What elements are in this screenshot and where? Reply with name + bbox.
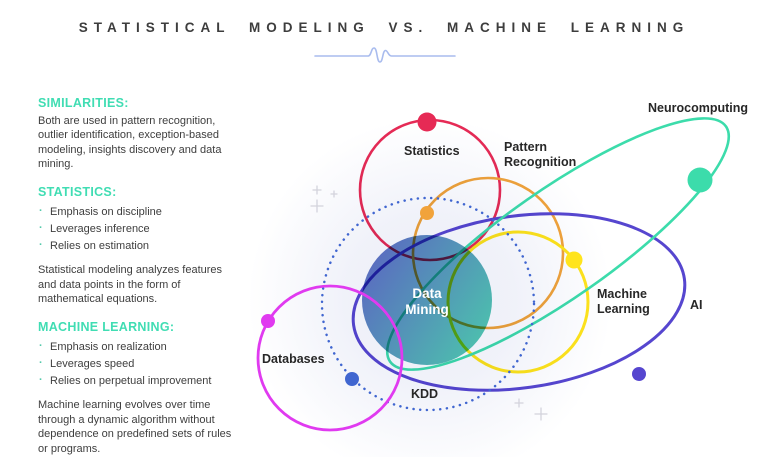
kdd-dotted-circle <box>320 196 536 412</box>
pattern-recognition-label-line2: Recognition <box>504 154 577 169</box>
left-text-panel: SIMILARITIES: Both are used in pattern r… <box>38 96 236 456</box>
data-mining-label-line2: Mining <box>405 302 449 317</box>
bullet-icon: · <box>39 222 43 234</box>
similarities-heading: SIMILARITIES: <box>38 96 129 110</box>
neurocomputing-ellipse <box>385 117 731 371</box>
databases-circle <box>256 284 404 432</box>
statistics-bullet-list: ·Emphasis on discipline ·Leverages infer… <box>38 205 236 253</box>
plus-sparkle-icon <box>534 407 548 421</box>
ai-ellipse <box>351 212 687 392</box>
machine-learning-label: Machine Learning <box>597 287 650 316</box>
machine-learning-circle <box>446 230 590 374</box>
data-mining-label-line1: Data <box>412 286 442 301</box>
page-title: STATISTICAL MODELING VS. MACHINE LEARNIN… <box>78 20 690 35</box>
neurocomputing-dot <box>687 167 713 193</box>
pulse-divider-icon <box>314 47 456 63</box>
ai-label: AI <box>690 298 703 312</box>
machine-learning-bullet-list: ·Emphasis on realization ·Leverages spee… <box>38 340 236 388</box>
plus-sparkle-icon <box>514 398 524 408</box>
similarities-body: Both are used in pattern recognition, ou… <box>38 114 222 171</box>
statistics-body: Statistical modeling analyzes features a… <box>38 264 223 305</box>
sparkles-group <box>310 185 548 421</box>
bullet-icon: · <box>39 340 43 352</box>
bullet-icon: · <box>39 239 43 251</box>
machine-learning-body: Machine learning evolves over time throu… <box>38 399 232 455</box>
neurocomputing-label: Neurocomputing <box>648 101 748 115</box>
databases-dot <box>261 314 275 328</box>
list-item: ·Relies on estimation <box>39 239 150 252</box>
pattern-recognition-label: Pattern Recognition <box>504 140 576 169</box>
pattern-recognition-dot <box>420 206 434 220</box>
statistics-label: Statistics <box>404 144 460 158</box>
machine-learning-label-line2: Learning <box>597 301 650 316</box>
machine-learning-heading: MACHINE LEARNING: <box>38 319 175 334</box>
machine-learning-label-line1: Machine <box>597 287 648 301</box>
list-item: ·Leverages speed <box>39 357 135 370</box>
list-item: ·Emphasis on realization <box>39 340 167 353</box>
bullet-icon: · <box>39 374 43 386</box>
list-item: ·Relies on perpetual improvement <box>39 374 212 387</box>
data-mining-circle <box>362 235 492 365</box>
statistics-dot <box>417 112 437 132</box>
kdd-dot <box>345 372 359 386</box>
bullet-icon: · <box>39 357 43 369</box>
pattern-recognition-label-line1: Pattern <box>504 140 548 154</box>
list-item: ·Emphasis on discipline <box>39 205 162 218</box>
list-item: ·Leverages inference <box>39 222 150 235</box>
data-mining-label: Data Mining <box>377 286 477 318</box>
kdd-label: KDD <box>411 387 439 401</box>
pattern-recognition-circle <box>411 176 565 330</box>
plus-sparkle-icon <box>330 190 338 198</box>
machine-learning-dot <box>565 251 583 269</box>
databases-label: Databases <box>262 352 325 366</box>
plus-sparkle-icon <box>312 185 322 195</box>
bullet-icon: · <box>39 205 43 217</box>
ai-dot <box>632 367 646 381</box>
plus-sparkle-icon <box>310 199 324 213</box>
statistics-heading: STATISTICS: <box>38 184 117 199</box>
